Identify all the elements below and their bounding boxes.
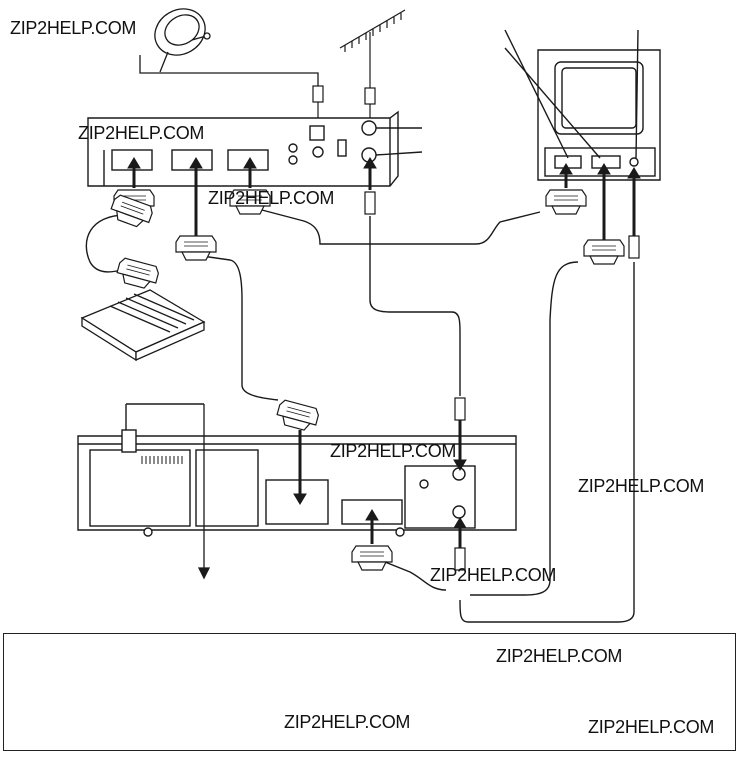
antenna-icon	[339, 9, 406, 90]
coax-plugs	[364, 191, 640, 571]
power-arrow	[197, 404, 211, 580]
watermark-text: ZIP2HELP.COM	[430, 565, 557, 585]
scart-plug-vcr-2	[351, 545, 393, 571]
receiver-icon	[87, 110, 423, 187]
decoder-box-icon	[80, 289, 206, 362]
watermark-text: ZIP2HELP.COM	[588, 717, 715, 737]
tv-monitor-icon	[504, 29, 661, 181]
vcr-icon	[77, 403, 517, 537]
vcr-grille	[141, 456, 183, 464]
watermark-text: ZIP2HELP.COM	[496, 646, 623, 666]
antenna-plug	[364, 87, 376, 118]
scart-cables	[85, 209, 635, 623]
scart-plug-tv-2	[583, 239, 625, 265]
watermark-text: ZIP2HELP.COM	[208, 188, 335, 208]
dish-plug	[312, 85, 324, 118]
watermark-text: ZIP2HELP.COM	[330, 441, 457, 461]
scart-plug-receiver-2	[175, 235, 217, 261]
scart-plug-vcr-1	[274, 398, 321, 434]
scart-plug-decoder-bottom	[114, 256, 161, 292]
satellite-dish-icon	[154, 8, 211, 73]
caption-box	[3, 633, 736, 751]
watermark-text: ZIP2HELP.COM	[578, 476, 705, 496]
watermark-text: ZIP2HELP.COM	[78, 123, 205, 143]
watermark-text: ZIP2HELP.COM	[10, 18, 137, 38]
connection-arrows	[127, 157, 641, 548]
watermark-text: ZIP2HELP.COM	[284, 712, 411, 732]
dish-cable	[139, 55, 319, 88]
scart-plug-tv-1	[545, 189, 587, 215]
